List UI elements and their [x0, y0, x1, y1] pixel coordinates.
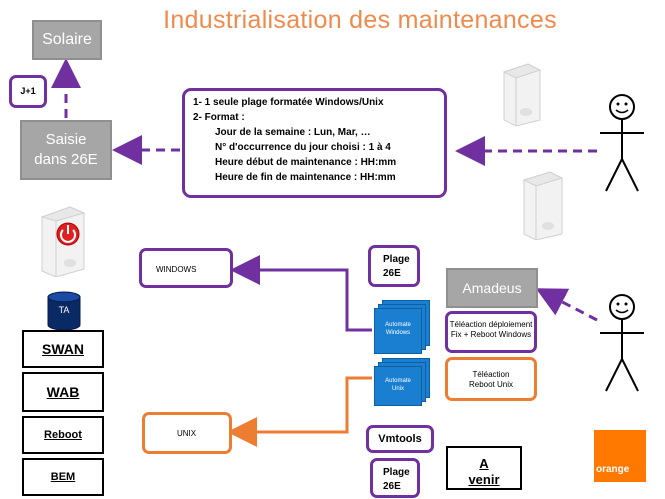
arrow-person-to-amadeus [535, 288, 598, 322]
spec-line1: 1- 1 seule plage formatée Windows/Unix [193, 97, 384, 108]
stack-wab: WAB [22, 372, 104, 412]
automate-unix-doc: Automate Unix [374, 366, 422, 406]
server-icon-mid [520, 170, 564, 240]
saisie-line1: Saisie [45, 131, 87, 148]
spec-line6: Heure de fin de maintenance : HH:mm [215, 172, 396, 183]
amadeus-box: Amadeus [446, 268, 538, 308]
automate-unix-line2: Unix [391, 386, 404, 392]
user-figure-bottom [596, 293, 648, 393]
plage-26e-top: Plage 26E [368, 245, 420, 287]
stack-bem: BEM [22, 458, 104, 496]
power-server-icon [38, 205, 88, 277]
database-icon [46, 291, 82, 331]
plage-bottom-line2: 26E [383, 481, 401, 492]
arrow-automate-to-unix [227, 376, 372, 447]
server-icon-top-svg [502, 63, 542, 126]
automate-windows-line1: Automate [385, 322, 411, 328]
a-venir-line2: venir [468, 472, 500, 487]
spec-line4: N° d'occurrence du jour choisi : 1 à 4 [215, 142, 391, 153]
power-server-icon-svg [40, 206, 86, 277]
stack-bem-label: BEM [50, 471, 76, 483]
spec-line3: Jour de la semaine : Lun, Mar, … [215, 127, 371, 138]
server-icon-top [500, 62, 542, 126]
arrow-automate-to-windows [230, 255, 372, 332]
plage-top-line2: 26E [383, 268, 401, 279]
database-label: TA [58, 305, 70, 315]
unix-target-box: UNIX [142, 412, 232, 454]
plage-26e-bottom: Plage 26E [370, 458, 420, 498]
saisie-box: Saisie dans 26E [20, 120, 112, 180]
orange-logo-text: orange [596, 464, 630, 475]
stack-wab-label: WAB [46, 384, 80, 400]
stack-swan: SWAN [22, 330, 104, 368]
automate-unix-line1: Automate [385, 378, 411, 384]
automate-windows-doc: Automate Windows [374, 308, 422, 354]
vmtools-box: Vmtools [366, 425, 434, 453]
user-figure-top-svg [600, 94, 644, 192]
windows-target-box: WINDOWS [139, 248, 233, 288]
spec-line5: Heure début de maintenance : HH:mm [215, 157, 397, 168]
saisie-line2: dans 26E [34, 151, 98, 168]
teleaction-windows-box: Téléaction déploiement Fix + Reboot Wind… [445, 311, 537, 353]
automate-windows-line2: Windows [385, 330, 411, 336]
j1-box: J+1 [9, 75, 47, 108]
plage-bottom-line1: Plage [383, 467, 410, 478]
solaire-box: Solaire [32, 20, 102, 60]
user-figure-top [596, 93, 648, 193]
diagram-title: Industrialisation des maintenances [163, 6, 557, 34]
a-venir-line1: A [479, 456, 489, 471]
database-icon-svg [47, 291, 81, 331]
stack-reboot: Reboot [22, 416, 104, 454]
stack-swan-label: SWAN [42, 341, 84, 357]
server-icon-mid-svg [522, 171, 564, 240]
format-spec-box: 1- 1 seule plage formatée Windows/Unix 2… [182, 88, 447, 198]
spec-line2: 2- Format : [193, 112, 245, 123]
stack-reboot-label: Reboot [44, 429, 82, 441]
a-venir-box: A venir [446, 446, 522, 490]
orange-logo: orange [594, 430, 646, 482]
user-figure-bottom-svg [600, 294, 644, 392]
teleaction-unix-box: Téléaction Reboot Unix [445, 357, 537, 401]
plage-top-line1: Plage [383, 254, 410, 265]
